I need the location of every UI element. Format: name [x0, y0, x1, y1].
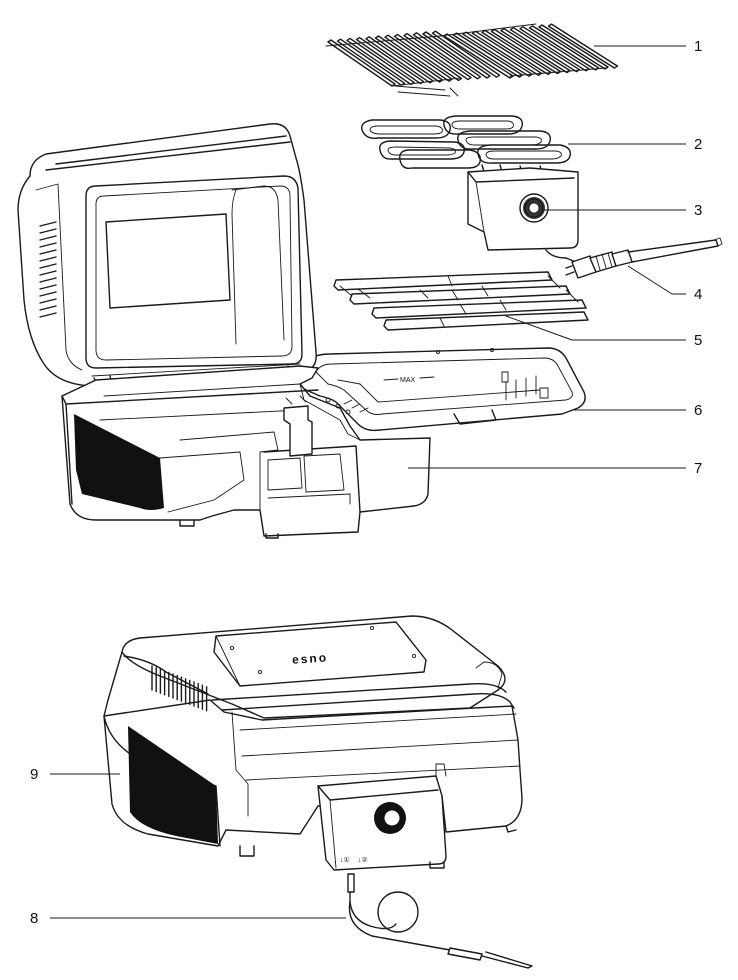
- callout-3: 3: [694, 202, 702, 219]
- callout-5: 5: [694, 332, 702, 349]
- temperature-probe-icon: [565, 237, 723, 279]
- callout-4: 4: [694, 286, 702, 303]
- callout-6: 6: [694, 402, 702, 419]
- callout-7: 7: [694, 460, 702, 477]
- connector-mark-right: ↓②: [358, 856, 368, 864]
- callout-8: 8: [30, 910, 38, 927]
- callout-1: 1: [694, 38, 702, 55]
- callout-labels: 1 2 3 4 5 6 7 8 9: [30, 38, 702, 927]
- connector-mark-left: ↓①: [340, 856, 350, 864]
- base-housing-icon: [17, 123, 431, 539]
- drip-tray-icon: [333, 271, 589, 331]
- water-basin-icon: MAX: [298, 347, 586, 432]
- callout-9: 9: [30, 766, 38, 783]
- brand-logo: esno: [292, 650, 329, 666]
- max-fill-marking: MAX: [400, 377, 416, 384]
- callout-leaders: [50, 45, 686, 919]
- control-box-icon: [467, 167, 579, 263]
- probe-cable-icon: [347, 873, 533, 969]
- grill-grate-icon: [325, 23, 619, 97]
- assembled-grill-icon: esno ↓① ↓②: [103, 615, 523, 871]
- callout-2: 2: [694, 136, 702, 153]
